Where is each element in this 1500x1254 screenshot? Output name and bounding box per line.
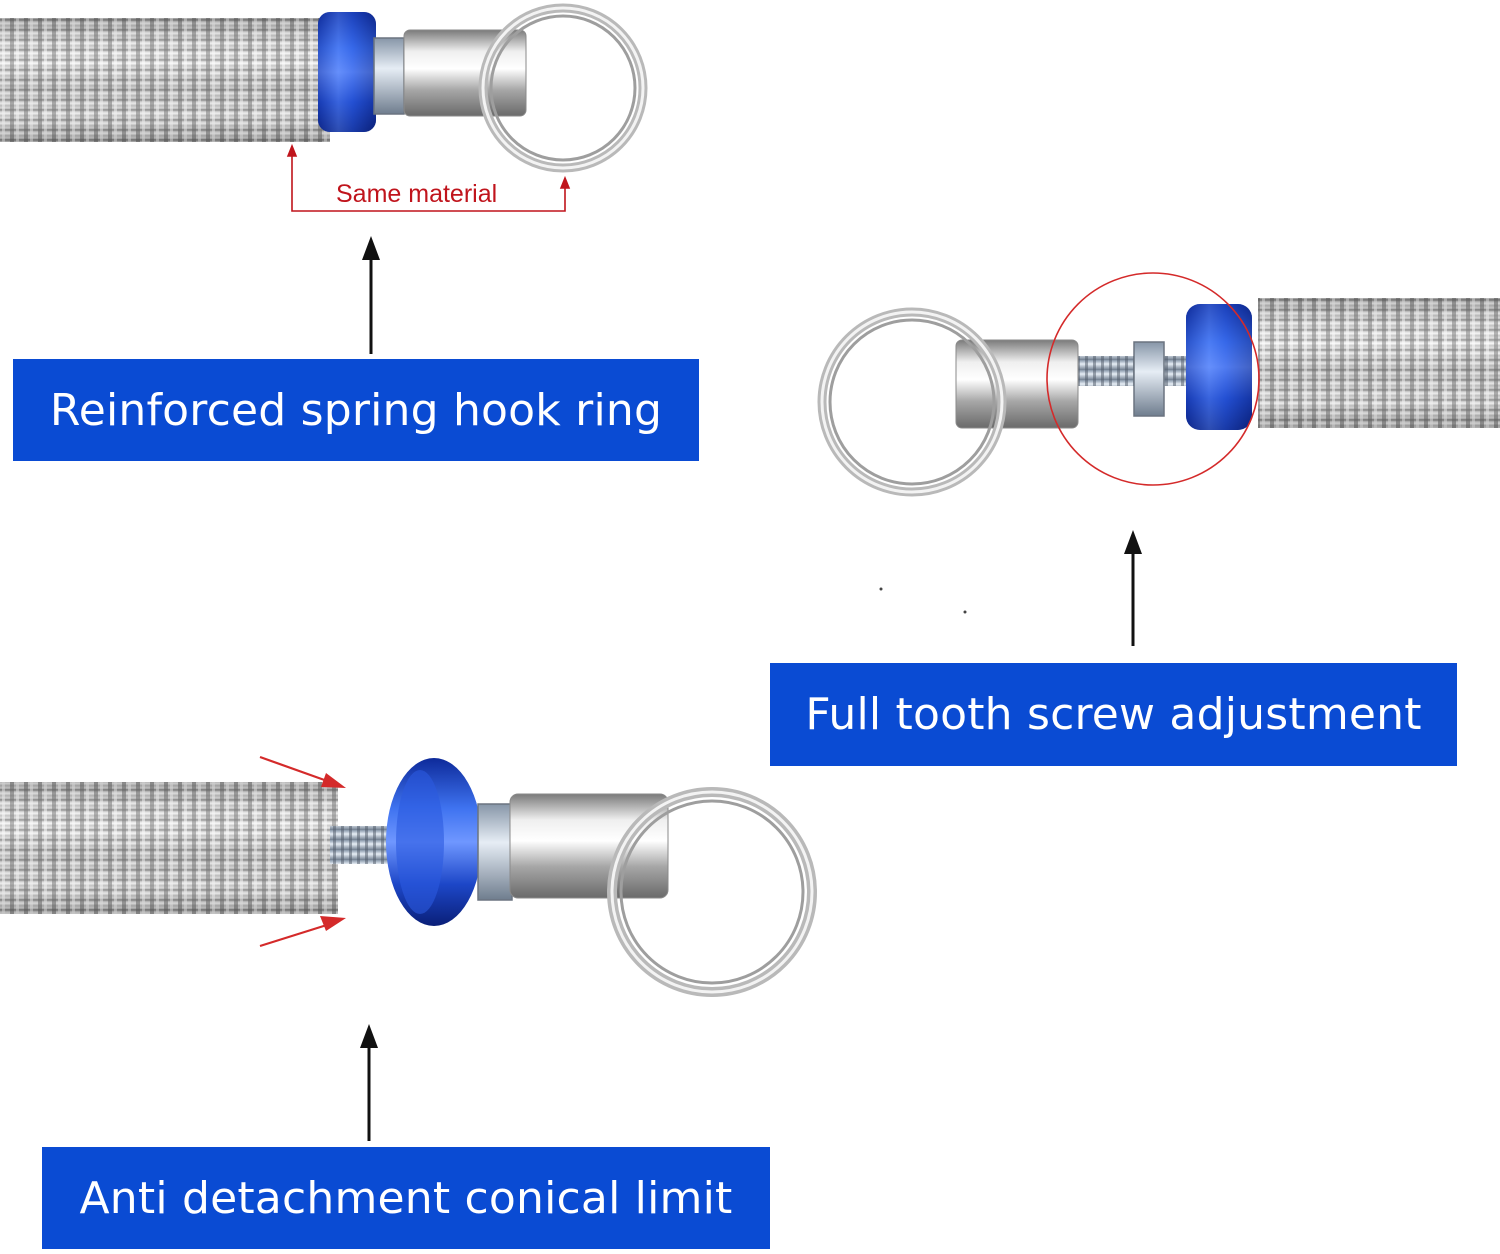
highlight-circle bbox=[1046, 272, 1260, 486]
speck bbox=[879, 587, 883, 591]
red-arrow-icon bbox=[259, 916, 346, 948]
hex-nut bbox=[477, 803, 513, 901]
reinforced-hook-ring-label: Reinforced spring hook ring bbox=[13, 359, 699, 461]
threaded-bolt bbox=[1070, 356, 1194, 386]
red-arrow-icon bbox=[259, 755, 346, 788]
right-spring-assembly bbox=[817, 272, 1500, 497]
steel-sleeve bbox=[509, 793, 669, 899]
hex-nut bbox=[373, 37, 405, 115]
label-text: Full tooth screw adjustment bbox=[805, 689, 1422, 740]
speck bbox=[963, 610, 967, 614]
label-text: Anti detachment conical limit bbox=[79, 1172, 733, 1224]
arrow-up-icon bbox=[362, 236, 380, 354]
same-material-label: Same material bbox=[336, 180, 498, 208]
top-left-spring-assembly bbox=[0, 3, 648, 173]
conical-limit-label: Anti detachment conical limit bbox=[42, 1147, 770, 1249]
same-material-bracket bbox=[286, 143, 571, 212]
bottom-left-spring-assembly bbox=[0, 758, 817, 997]
steel-sleeve bbox=[955, 339, 1079, 429]
arrow-up-icon bbox=[1124, 530, 1142, 646]
label-text: Reinforced spring hook ring bbox=[49, 384, 663, 436]
arrow-up-icon bbox=[360, 1024, 378, 1141]
screw-adjustment-label: Full tooth screw adjustment bbox=[770, 663, 1457, 766]
hex-nut bbox=[1133, 341, 1165, 417]
